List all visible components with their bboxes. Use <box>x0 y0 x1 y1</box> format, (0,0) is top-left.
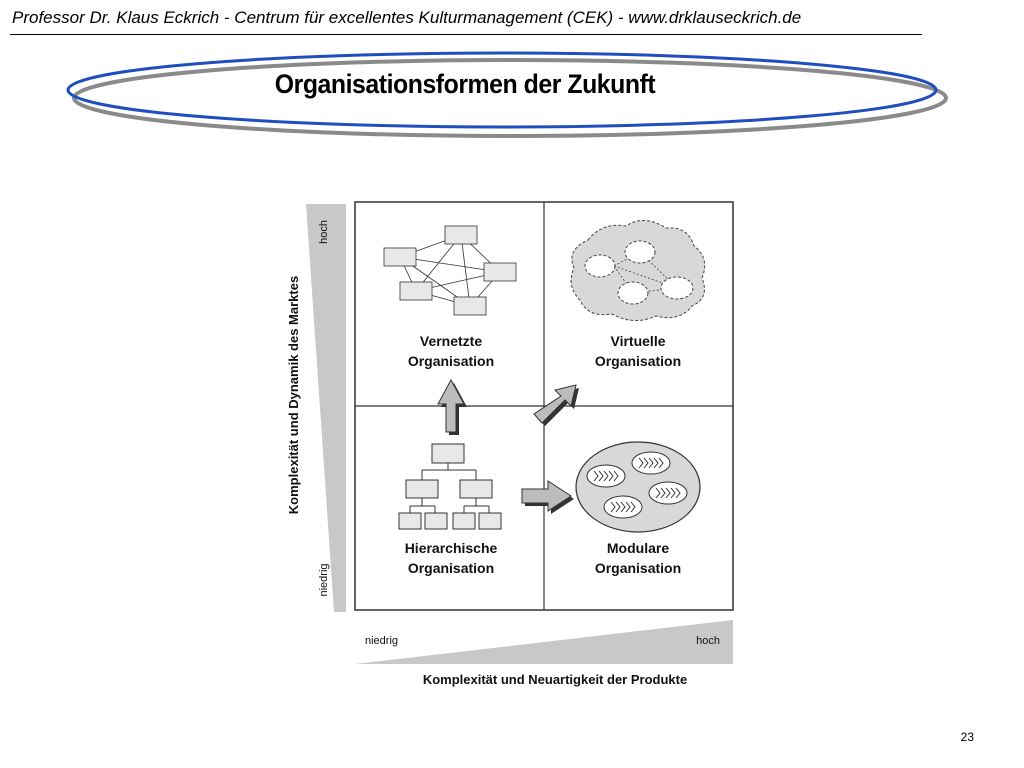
network-icon <box>383 225 517 316</box>
quadrant-hierarchische-line1: Hierarchische <box>405 540 498 556</box>
virtual-cloud-icon <box>570 220 706 321</box>
quadrant-modulare-line2: Organisation <box>595 560 681 576</box>
header-text: Professor Dr. Klaus Eckrich - Centrum fü… <box>12 8 802 27</box>
y-axis-label: Komplexität und Dynamik des Marktes <box>286 276 301 514</box>
x-axis-high: hoch <box>696 635 720 647</box>
quadrant-hierarchische-line2: Organisation <box>408 560 494 576</box>
y-axis-wedge <box>306 204 346 612</box>
quadrant-modulare-line1: Modulare <box>607 540 669 556</box>
slide-number: 23 <box>960 730 974 744</box>
title-ring-gray <box>72 58 948 138</box>
title-ring-blue <box>66 51 938 129</box>
arrow-up <box>437 378 467 435</box>
quadrant-virtuelle-line2: Organisation <box>595 353 681 369</box>
modular-icon <box>575 441 701 533</box>
quadrant-vernetzte-line2: Organisation <box>408 353 494 369</box>
hierarchy-icon <box>398 443 502 530</box>
y-axis-low: niedrig <box>318 563 330 596</box>
arrow-right <box>521 480 574 514</box>
quadrant-virtuelle-line1: Virtuelle <box>611 333 666 349</box>
arrow-diagonal <box>533 384 579 426</box>
quadrant-vernetzte-line1: Vernetzte <box>420 333 482 349</box>
x-axis-low: niedrig <box>365 635 398 647</box>
page-title: Organisationsformen der Zukunft <box>274 69 656 99</box>
y-axis-high: hoch <box>318 220 330 244</box>
x-axis-wedge <box>355 620 733 664</box>
header-divider <box>10 34 922 35</box>
x-axis-label: Komplexität und Neuartigkeit der Produkt… <box>423 672 687 687</box>
